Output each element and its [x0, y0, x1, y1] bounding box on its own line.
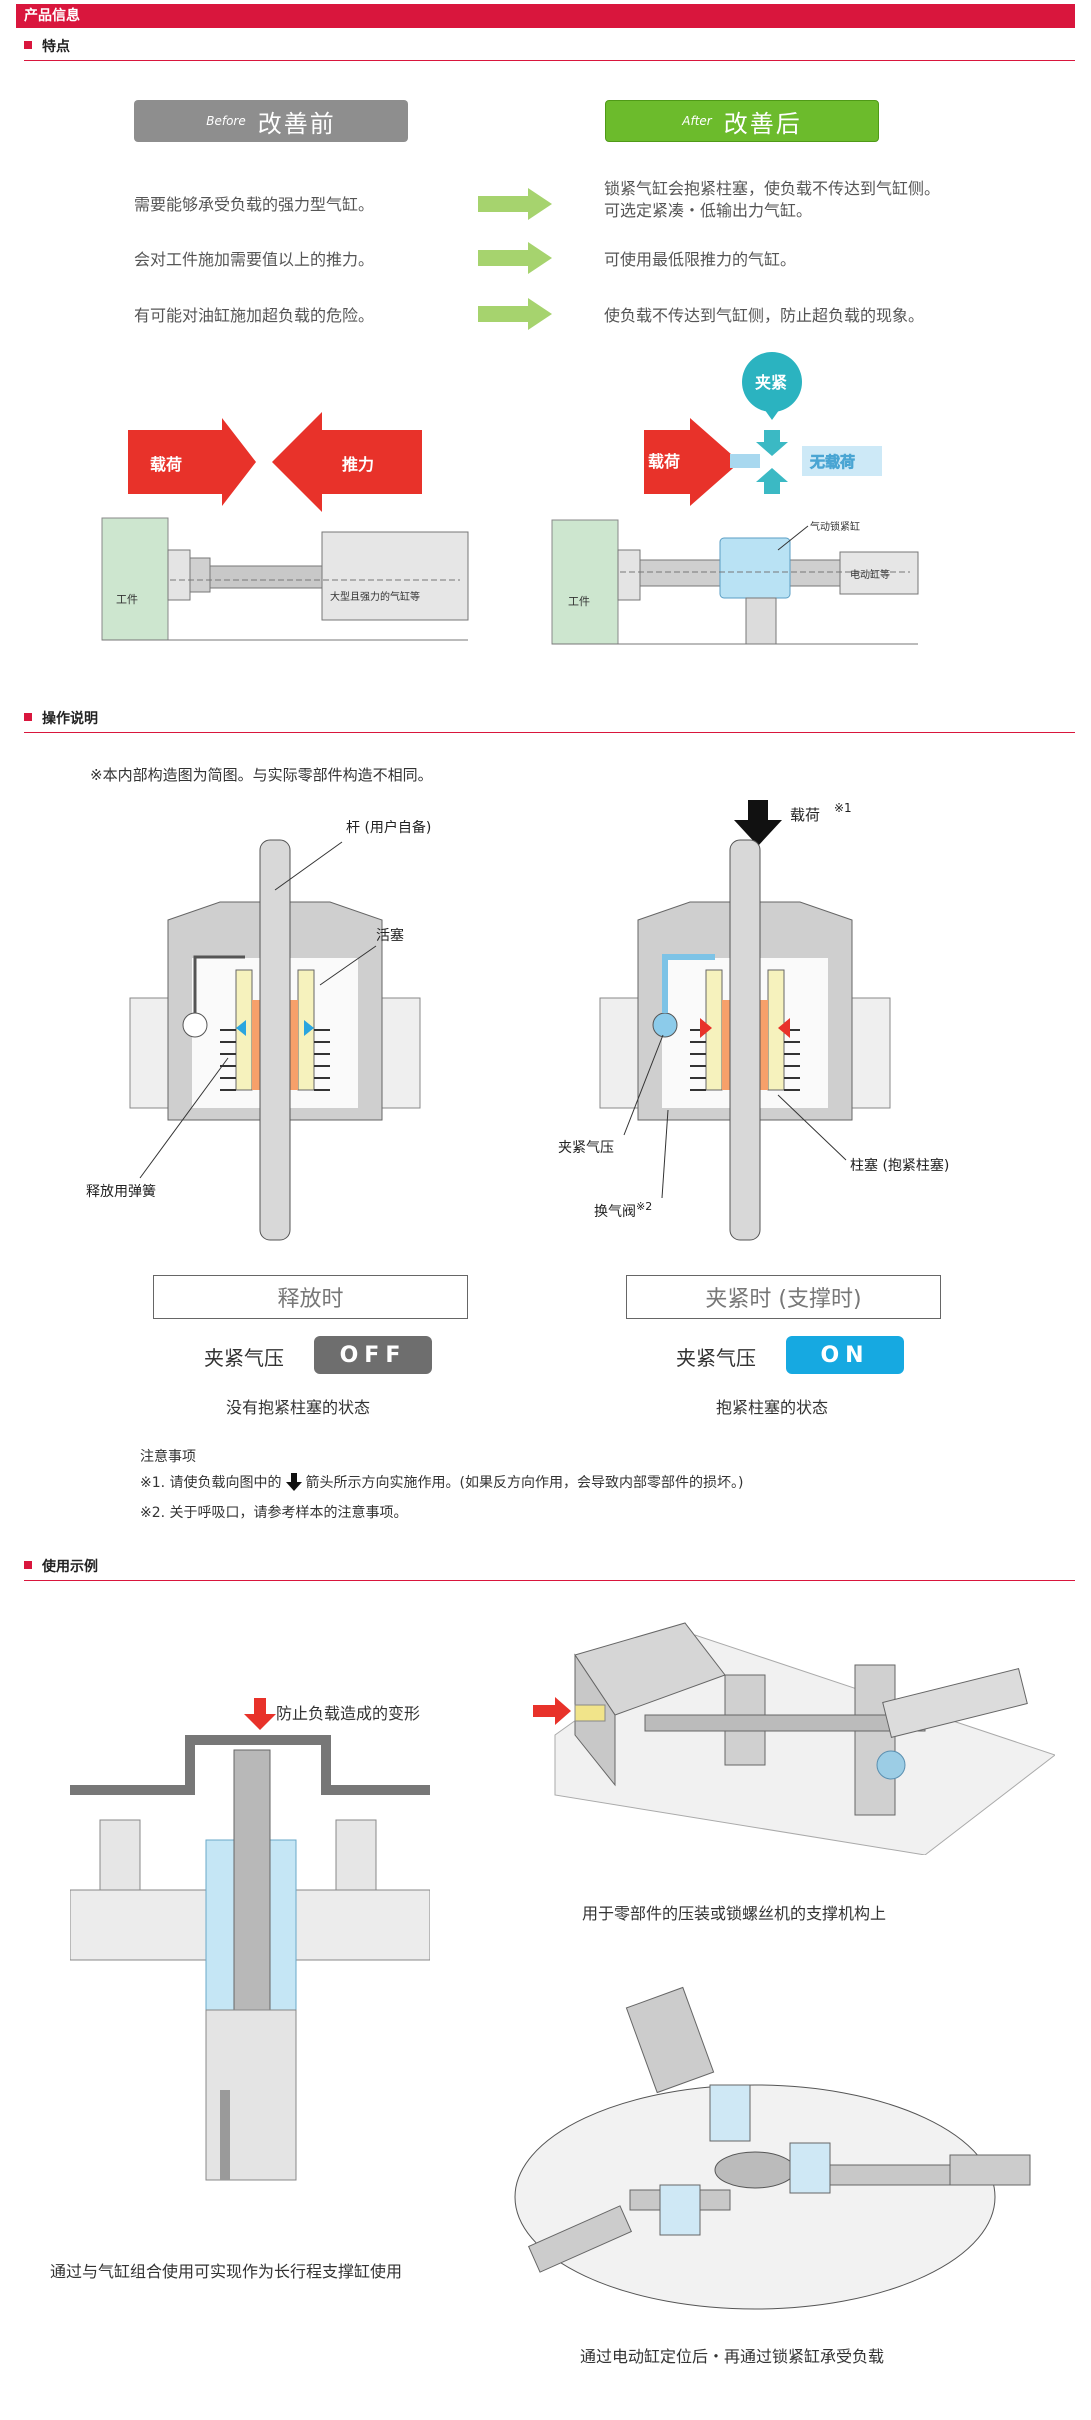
release-desc: 没有抱紧柱塞的状态 [226, 1398, 371, 1417]
features-heading: 特点 [24, 36, 1075, 61]
ex2-caption: 用于零部件的压装或锁螺丝机的支撑机构上 [582, 1904, 887, 1923]
caution-1: ※1. 请使负载向图中的 箭头所示方向实施作用。(如果反方向作用，会导致内部零部… [140, 1473, 744, 1491]
lock-cylinder [719, 537, 791, 599]
work-label: 工件 [116, 593, 138, 606]
no-load-label: 无载荷 [809, 453, 855, 471]
svg-text:杆 (用户自备): 杆 (用户自备) [346, 820, 431, 836]
plunger-label: 柱塞 (抱紧柱塞) [850, 1157, 949, 1174]
release-state-label: 释放时 [153, 1275, 468, 1319]
spring-label: 释放用弹簧 [86, 1184, 156, 1200]
on-badge: ON [786, 1336, 904, 1374]
operation-note: ※本内部构造图为简图。与实际零部件构造不相同。 [90, 766, 433, 784]
load-label: 载荷 [150, 455, 182, 474]
ex1-label: 防止负载造成的变形 [276, 1704, 421, 1723]
cylinder-label: 电动缸等 [850, 568, 890, 581]
lock-label: 气动锁紧缸 [810, 520, 860, 533]
load-label: 载荷 [648, 452, 680, 471]
svg-text:※1: ※1 [834, 801, 852, 815]
pressure-label: 夹紧气压 [558, 1140, 614, 1156]
ex1-caption: 通过与气缸组合使用可实现作为长行程支撑缸使用 [50, 2262, 403, 2281]
example2-diagram [533, 1622, 1055, 1855]
load-arrow-down [734, 800, 782, 846]
down-arrow-icon [285, 1473, 302, 1491]
thrust-arrow [272, 412, 422, 512]
examples-heading: 使用示例 [24, 1556, 1075, 1581]
before-diagram: 载荷 推力 工件 大型且强力的气缸等 [101, 412, 469, 641]
before-text-3: 有可能对油缸施加超负载的危险。 [134, 306, 375, 325]
clamp-bubble [742, 352, 802, 412]
cautions-title: 注意事项 [140, 1449, 196, 1465]
clamp-state-label: 夹紧时 (支撑时) [626, 1275, 941, 1319]
operation-heading: 操作说明 [24, 708, 1075, 733]
green-arrows [478, 188, 552, 330]
before-text-2: 会对工件施加需要值以上的推力。 [134, 250, 375, 269]
example3-diagram [514, 1986, 1031, 2310]
work-label: 工件 [568, 595, 590, 608]
load-arrow [128, 418, 256, 506]
before-text-1: 需要能够承受负载的强力型气缸。 [134, 195, 375, 214]
off-badge: OFF [314, 1336, 432, 1374]
product-info-bar: 产品信息 [16, 4, 1075, 28]
clamp-desc: 抱紧柱塞的状态 [716, 1398, 829, 1417]
release-diagram: 杆 (用户自备) 活塞 释放用弹簧 [86, 820, 431, 1241]
example1-diagram [70, 1698, 430, 2181]
clamp-label: 夹紧 [755, 373, 787, 392]
pressure-off-label: 夹紧气压 [204, 1346, 284, 1370]
pressure-on-label: 夹紧气压 [676, 1346, 756, 1370]
ex3-caption: 通过电动缸定位后・再通过锁紧缸承受负载 [580, 2347, 885, 2366]
after-text-2: 可使用最低限推力的气缸。 [604, 250, 797, 269]
after-diagram: 夹紧 载荷 无载荷 工件 电动缸等 气动锁紧缸 [551, 352, 919, 645]
after-text-3: 使负载不传达到气缸侧，防止超负载的现象。 [604, 306, 925, 325]
piston-label: 活塞 [376, 927, 404, 944]
after-text-1: 锁紧气缸会抱紧柱塞，使负载不传达到气缸侧。 可选定紧凑・低输出力气缸。 [604, 179, 941, 220]
clamp-diagram: 载荷 ※1 夹紧气压 换气阀※2 柱塞 (抱紧柱塞) [558, 800, 949, 1241]
thrust-label: 推力 [342, 455, 374, 474]
svg-text:换气阀※2: 换气阀※2 [594, 1200, 652, 1220]
cylinder-label: 大型且强力的气缸等 [330, 590, 420, 603]
caution-2: ※2. 关于呼吸口，请参考样本的注意事项。 [140, 1505, 408, 1521]
load-label: 载荷 [790, 806, 820, 824]
